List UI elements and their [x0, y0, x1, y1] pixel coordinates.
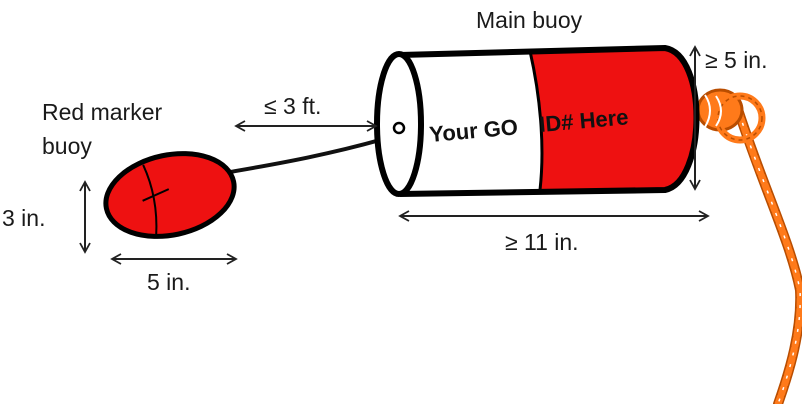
marker-buoy-label-line1: Red marker: [42, 99, 162, 125]
marker-height-label: 3 in.: [2, 205, 45, 231]
orange-rope: [730, 95, 802, 404]
main-length-label: ≥ 11 in.: [505, 229, 579, 255]
main-buoy-label: Main buoy: [476, 7, 583, 33]
red-marker-buoy: [103, 151, 237, 239]
main-buoy: Your GO ID# Here: [374, 45, 700, 197]
rope-knot: [696, 88, 766, 144]
marker-length-label: 5 in.: [147, 269, 190, 295]
line-length-label: ≤ 3 ft.: [264, 93, 321, 119]
marker-buoy-label-line2: buoy: [42, 133, 92, 159]
connecting-line: [229, 134, 395, 174]
main-diameter-label: ≥ 5 in.: [705, 47, 768, 73]
